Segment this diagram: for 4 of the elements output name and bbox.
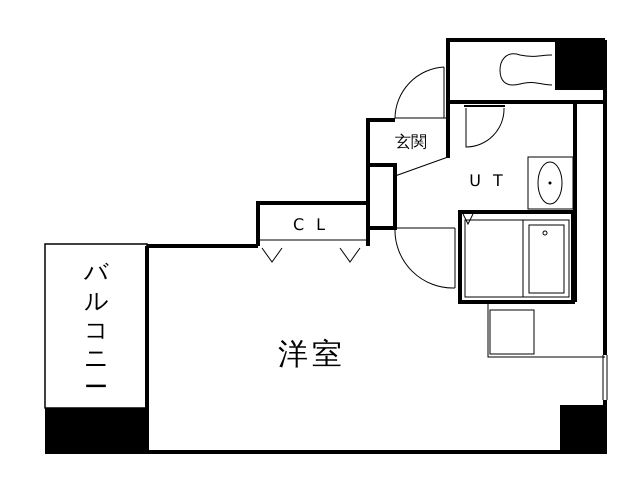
room-label: 玄関 [395, 134, 427, 150]
room-label: UT [469, 173, 515, 189]
room-label: CL [292, 217, 338, 233]
room-label: 洋室 [278, 340, 346, 370]
